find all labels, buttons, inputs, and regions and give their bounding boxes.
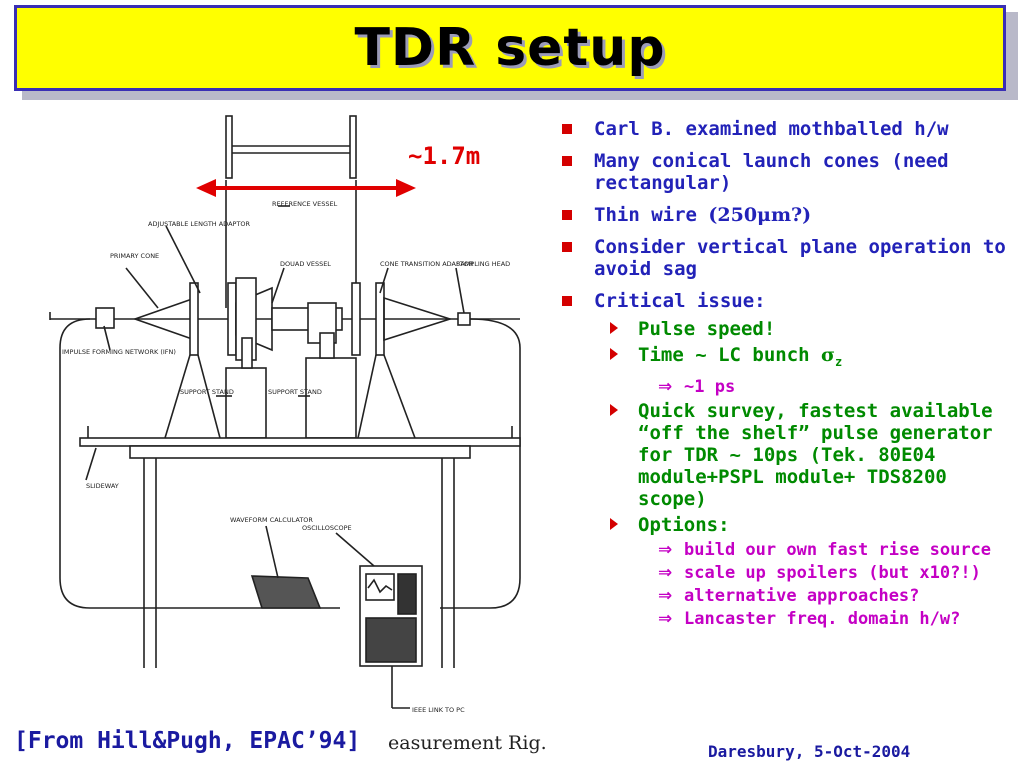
label-primary-cone: PRIMARY CONE [110, 252, 159, 260]
sub-list-item: Pulse speed! [560, 318, 1020, 340]
square-bullet-icon [562, 156, 572, 166]
sub-list-item: Options: [560, 514, 1020, 536]
square-bullet-icon [562, 242, 572, 252]
implies-arrow-icon: ⇒ [658, 608, 673, 629]
implies-arrow-icon: ⇒ [658, 539, 673, 560]
square-bullet-icon [562, 210, 572, 220]
label-slideway: SLIDEWAY [86, 482, 119, 490]
label-sampling-head: SAMPLING HEAD [456, 260, 510, 268]
label-oscilloscope: OSCILLOSCOPE [302, 524, 352, 532]
tdr-rig-diagram: REFERENCE VESSEL ADJUSTABLE LENGTH ADAPT… [49, 115, 521, 714]
footer-date: Daresbury, 5-Oct-2004 [708, 742, 911, 761]
square-bullet-icon [562, 124, 572, 134]
dimension-label: ~1.7m [408, 142, 481, 170]
triangle-bullet-icon [610, 517, 618, 530]
label-reference-vessel: REFERENCE VESSEL [272, 200, 338, 208]
label-adjustable-length-adaptor: ADJUSTABLE LENGTH ADAPTOR [148, 220, 251, 228]
sub-sub-list-item: ⇒ ~1 ps [658, 376, 736, 397]
list-item: Many conical launch cones (need rectangu… [560, 150, 1020, 194]
label-support-stand-left: SUPPORT STAND [180, 388, 234, 396]
label-support-stand-right: SUPPORT STAND [268, 388, 322, 396]
bullet-list: Carl B. examined mothballed h/w Many con… [560, 118, 1020, 632]
label-cone-transition-adaptor: CONE TRANSITION ADAPTOR [380, 260, 474, 268]
triangle-bullet-icon [610, 322, 618, 334]
sub-list-item: Time ~ LC bunch σz [560, 344, 1020, 373]
list-item: Carl B. examined mothballed h/w [560, 118, 1020, 140]
implies-arrow-icon: ⇒ [658, 562, 673, 583]
triangle-bullet-icon [610, 403, 618, 416]
dimension-arrow [196, 179, 416, 197]
source-caption: [From Hill&Pugh, EPAC’94] [14, 728, 361, 754]
label-ifn: IMPULSE FORMING NETWORK (IFN) [62, 348, 176, 356]
label-waveform-calculator: WAVEFORM CALCULATOR [230, 516, 313, 524]
sub-sub-list-item: ⇒ scale up spoilers (but x10?!) [658, 562, 981, 583]
label-ieee-link: IEEE LINK TO PC [412, 706, 465, 714]
sub-list-item: Quick survey, fastest available “off the… [560, 400, 1020, 510]
figure-caption-fragment: easurement Rig. [388, 732, 547, 754]
list-item: Critical issue: [560, 290, 1020, 312]
implies-arrow-icon: ⇒ [658, 585, 673, 606]
label-douad-vessel: DOUAD VESSEL [280, 260, 331, 268]
list-item: Thin wire (250μm?) [560, 204, 1020, 226]
list-item: Consider vertical plane operation to avo… [560, 236, 1020, 280]
title-banner: TDR setup [14, 5, 1006, 91]
implies-arrow-icon: ⇒ [658, 376, 673, 397]
slide-title: TDR setup [354, 18, 666, 78]
triangle-bullet-icon [610, 348, 618, 360]
sub-sub-list-item: ⇒ build our own fast rise source [658, 539, 992, 560]
square-bullet-icon [562, 296, 572, 306]
sub-sub-list-item: ⇒ alternative approaches? [658, 585, 920, 606]
sub-sub-list-item: ⇒ Lancaster freq. domain h/w? [658, 608, 961, 629]
